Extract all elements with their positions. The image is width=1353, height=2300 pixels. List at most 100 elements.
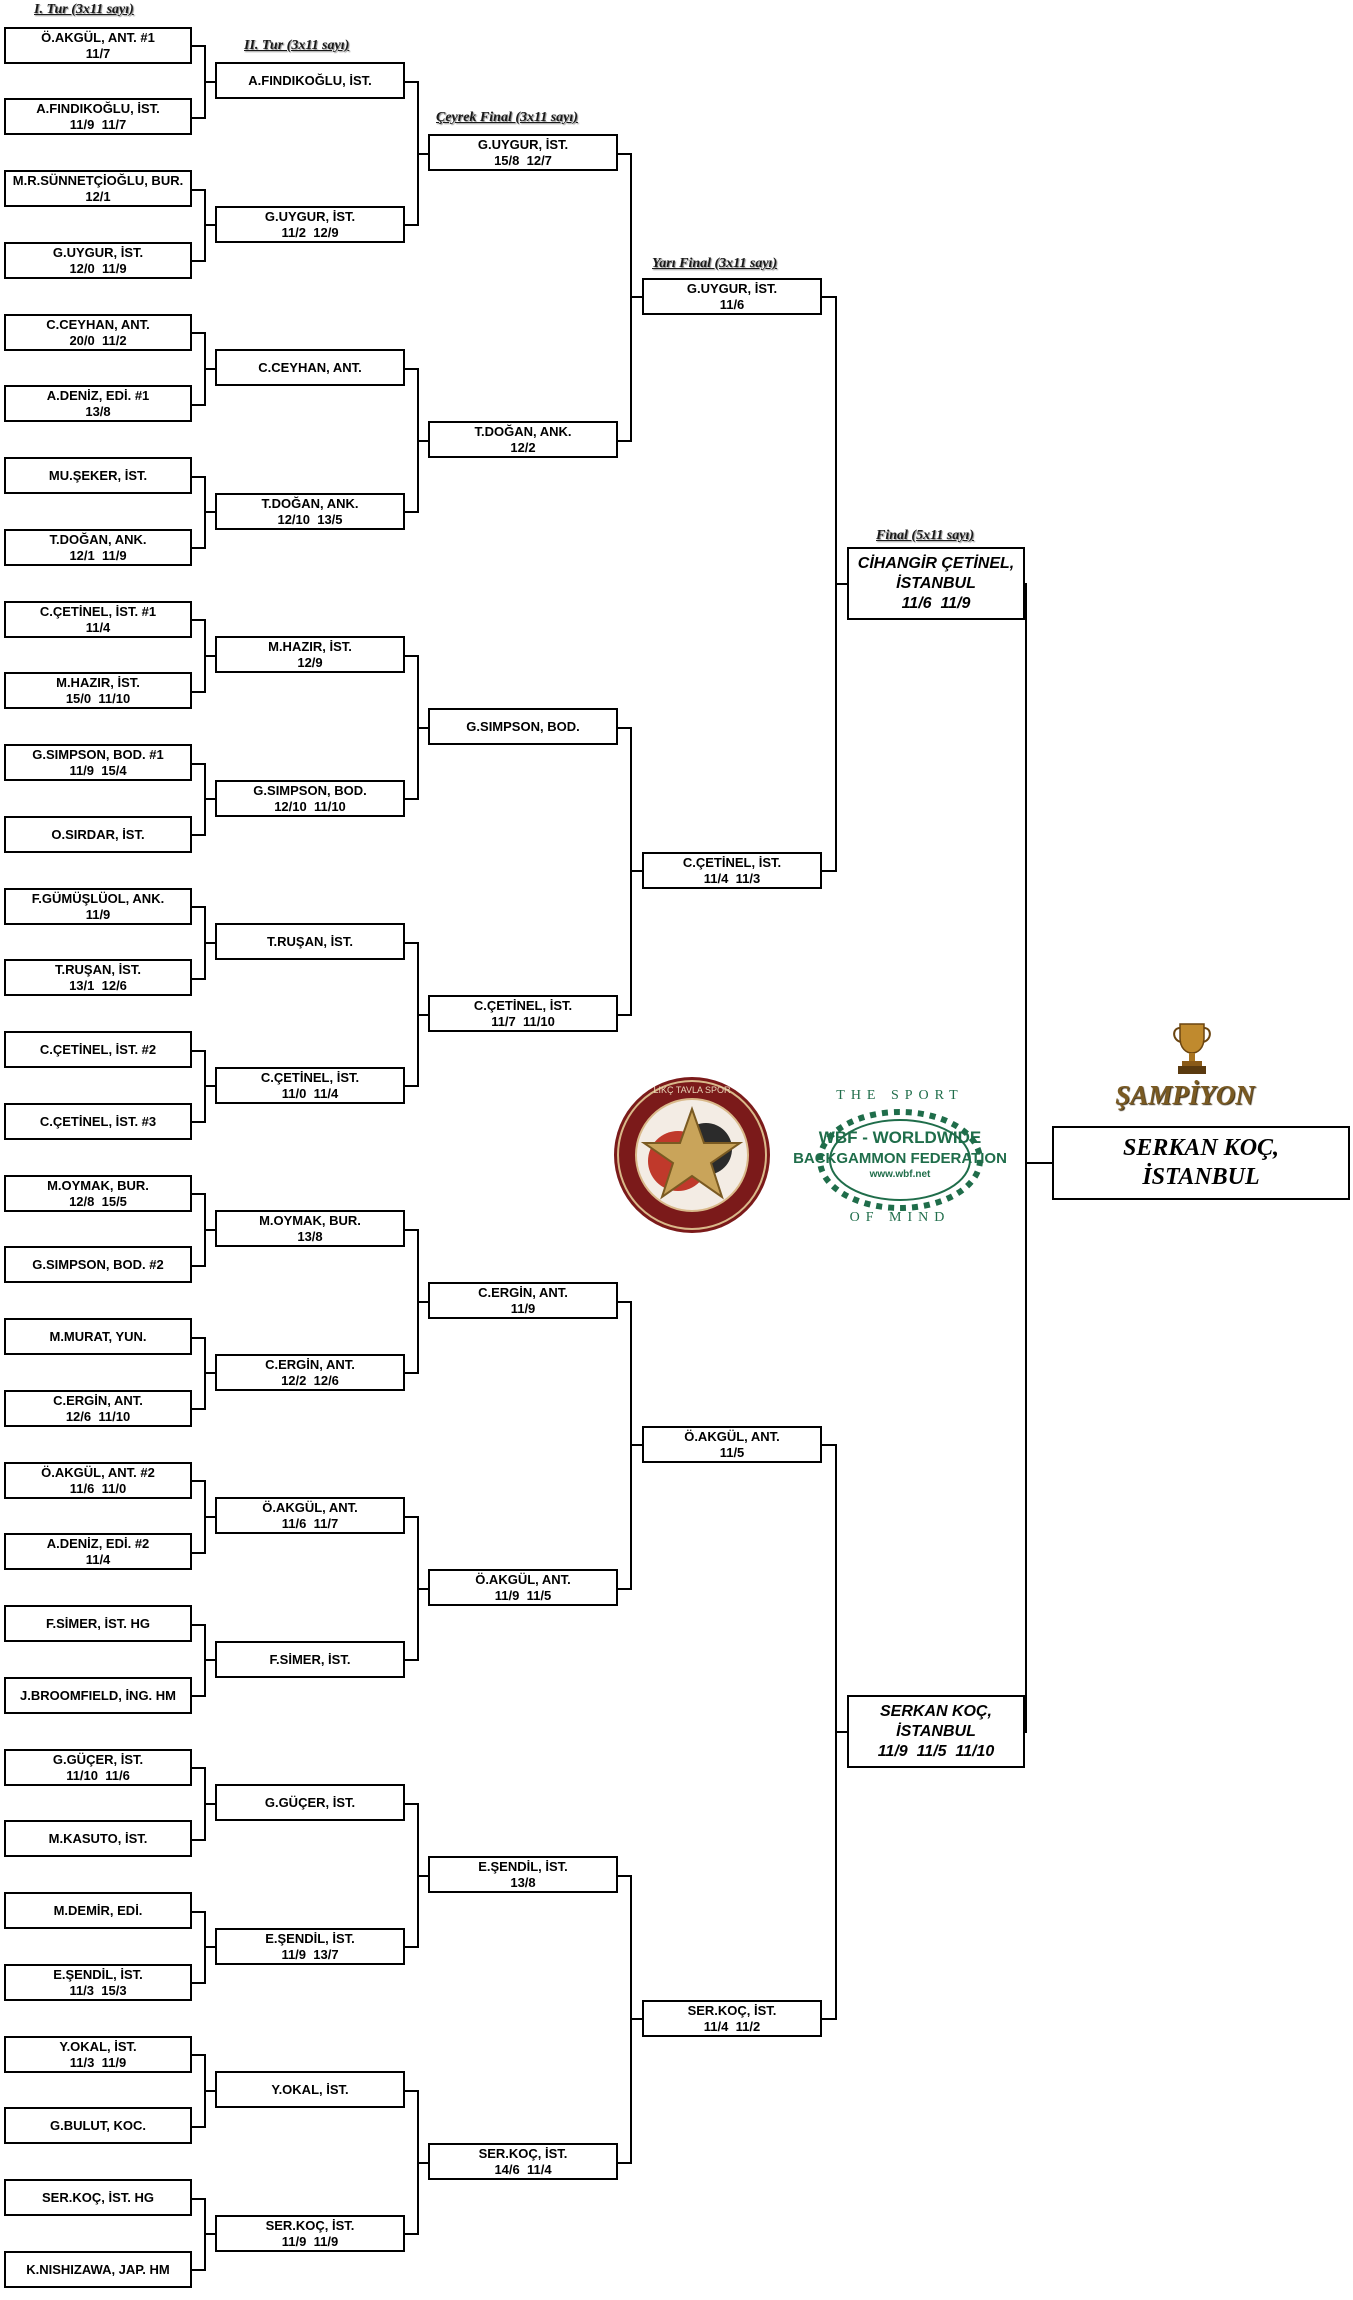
match-box-r1-23: F.SİMER, İST. HG [4, 1605, 192, 1642]
round2-connector [405, 798, 417, 800]
player-name: J.BROOMFIELD, İNG. HM [20, 1687, 176, 1703]
round1-connector [204, 1659, 215, 1661]
player-name: M.MURAT, YUN. [49, 1328, 147, 1344]
round1-connector [192, 691, 204, 693]
player-score: 11/9 13/7 [281, 1946, 339, 1962]
match-box-sf-3: Ö.AKGÜL, ANT.11/5 [642, 1426, 822, 1463]
round2-connector [405, 655, 417, 657]
match-box-r1-29: Y.OKAL, İST.11/3 11/9 [4, 2036, 192, 2073]
wbf-logo: THE SPORT WBF - WORLDWIDE BACKGAMMON FED… [793, 1088, 1007, 1225]
player-name: M.DEMİR, EDİ. [53, 1902, 143, 1918]
player-name: E.ŞENDİL, İST. [265, 1930, 355, 1946]
round1-connector [192, 1265, 204, 1267]
round1-connector [192, 834, 204, 836]
champion-name-line2: İSTANBUL [1142, 1164, 1260, 1190]
round1-connector [192, 547, 204, 549]
player-name: M.HAZIR, İST. [268, 638, 352, 654]
player-score: 11/7 [85, 45, 111, 61]
match-box-r2-15: Y.OKAL, İST. [215, 2071, 405, 2108]
round1-connector [192, 1552, 204, 1554]
player-name: C.CEYHAN, ANT. [46, 316, 150, 332]
round2-connector [417, 1875, 428, 1877]
match-box-r1-8: T.DOĞAN, ANK.12/1 11/9 [4, 529, 192, 566]
match-box-qf-5: C.ERGİN, ANT.11/9 [428, 1282, 618, 1319]
round1-connector [204, 1229, 215, 1231]
player-name: C.CEYHAN, ANT. [258, 359, 362, 375]
wbf-line1: WBF - WORLDWIDE [819, 1128, 981, 1147]
player-name: E.ŞENDİL, İST. [53, 1966, 143, 1982]
quarter-connector [618, 2162, 630, 2164]
match-box-r2-6: G.SIMPSON, BOD.12/10 11/10 [215, 780, 405, 817]
player-score: 13/8 [510, 1874, 536, 1890]
player-name: T.RUŞAN, İST. [55, 961, 141, 977]
player-score: 11/5 [719, 1444, 745, 1460]
player-name: C.ÇETİNEL, İST. #1 [39, 603, 157, 619]
player-name: G.UYGUR, İST. [52, 244, 144, 260]
round2-connector [405, 942, 417, 944]
round1-connector [204, 368, 215, 370]
round2-connector [417, 2162, 428, 2164]
round1-connector [192, 2269, 204, 2271]
player-name: C.ERGİN, ANT. [478, 1284, 568, 1300]
player-score: 11/9 11/9 [281, 2233, 339, 2249]
player-name: C.ÇETİNEL, İST. #2 [39, 1041, 157, 1057]
player-score: 11/7 11/10 [491, 1013, 555, 1029]
player-name: C.ÇETİNEL, İST. [682, 854, 782, 870]
round2-connector [417, 1301, 428, 1303]
player-score: 12/10 13/5 [277, 511, 343, 527]
player-name: CİHANGİR ÇETİNEL, [857, 554, 1015, 572]
round1-connector [204, 1946, 215, 1948]
round2-connector [405, 1085, 417, 1087]
match-box-sf-4: SER.KOÇ, İST.11/4 11/2 [642, 2000, 822, 2037]
quarter-connector [618, 1875, 630, 1877]
round1-connector [192, 978, 204, 980]
round2-connector [405, 224, 417, 226]
player-name: G.UYGUR, İST. [477, 136, 569, 152]
round2-connector [405, 1803, 417, 1805]
player-score: 14/6 11/4 [494, 2161, 552, 2177]
player-name: A.DENİZ, EDİ. #2 [46, 1535, 150, 1551]
match-box-r1-3: M.R.SÜNNETÇİOĞLU, BUR.12/1 [4, 170, 192, 207]
player-score: 12/10 11/10 [274, 798, 346, 814]
player-name: C.ERGİN, ANT. [265, 1356, 355, 1372]
round1-connector [204, 942, 215, 944]
player-name: M.KASUTO, İST. [48, 1830, 148, 1846]
wbf-bottom-text: OF MIND [850, 1210, 951, 1225]
round1-connector [192, 619, 204, 621]
player-name: G.SIMPSON, BOD. #2 [32, 1256, 164, 1272]
player-score: 11/10 11/6 [66, 1767, 130, 1783]
round2-connector [417, 1014, 428, 1016]
player-score: 11/9 11/5 11/10 [877, 1742, 995, 1760]
quarter-connector [618, 727, 630, 729]
round1-connector [192, 260, 204, 262]
final-connector [1025, 583, 1027, 1733]
round1-connector [204, 2233, 215, 2235]
round1-connector [192, 1982, 204, 1984]
semi-connector [835, 583, 847, 585]
player-name: F.GÜMÜŞLÜOL, ANK. [31, 890, 165, 906]
match-box-r2-12: F.SİMER, İST. [215, 1641, 405, 1678]
round1-connector [192, 1193, 204, 1195]
match-box-r2-16: SER.KOÇ, İST.11/9 11/9 [215, 2215, 405, 2252]
player-name: G.UYGUR, İST. [264, 208, 356, 224]
round1-connector [192, 1767, 204, 1769]
round1-connector [204, 224, 215, 226]
round1-connector [192, 1121, 204, 1123]
round1-connector [192, 1695, 204, 1697]
player-name: Ö.AKGÜL, ANT. #2 [41, 1464, 155, 1480]
match-box-r1-30: G.BULUT, KOC. [4, 2107, 192, 2144]
player-name: T.RUŞAN, İST. [267, 933, 353, 949]
final-to-champion-line [1025, 1162, 1053, 1164]
player-name: T.DOĞAN, ANK. [49, 531, 147, 547]
quarter-connector [630, 870, 642, 872]
tavla-federation-logo: LIKÇ TAVLA SPOR [614, 1077, 770, 1233]
player-score: 15/0 11/10 [65, 690, 131, 706]
player-name: MU.ŞEKER, İST. [48, 467, 148, 483]
quarter-connector [618, 1301, 630, 1303]
round1-connector [192, 45, 204, 47]
player-name: A.FINDIKOĞLU, İST. [36, 100, 160, 116]
player-name: O.SIRDAR, İST. [51, 826, 145, 842]
